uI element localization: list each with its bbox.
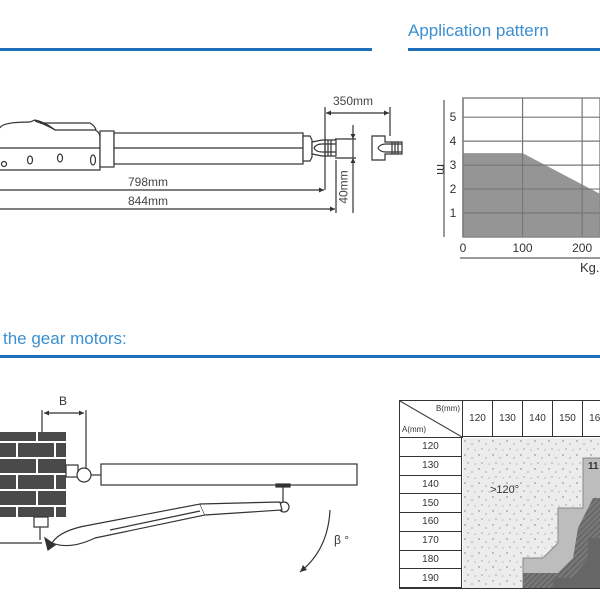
y-tick-label: 4: [450, 134, 457, 148]
collar: [99, 130, 115, 168]
row-header: 160: [400, 513, 462, 532]
zone-large-label: >120°: [490, 484, 520, 496]
y-tick-label: 5: [450, 110, 457, 124]
installation-drawing: [0, 410, 358, 573]
angle-arc: [299, 509, 331, 573]
screw-hole: [26, 155, 34, 165]
y-tick-label: 1: [450, 206, 457, 220]
dimension-350mm: 350mm: [333, 94, 374, 108]
x-tick-label: 200: [572, 241, 592, 255]
gear-section-rule: [0, 355, 600, 358]
column-header: 130: [493, 401, 523, 437]
permitted-area: [463, 153, 600, 237]
dimension-798mm: 798mm: [128, 175, 169, 189]
x-tick-label: 100: [513, 241, 533, 255]
b-dimension-label: B: [59, 394, 68, 408]
brick-wall: [0, 432, 66, 517]
actuator-drawing: [0, 107, 403, 213]
header-a: A(mm): [402, 425, 426, 434]
y-axis-label: m: [434, 164, 449, 175]
y-tick-label: 2: [450, 182, 457, 196]
column-header: 140: [523, 401, 553, 437]
fork-end: [311, 139, 337, 157]
zone-medium-label: 11: [588, 461, 599, 472]
screw-hole: [89, 154, 97, 166]
zone-small: [523, 498, 600, 588]
row-header: 140: [400, 475, 462, 495]
x-tick-label: 0: [460, 241, 467, 255]
x-axis-label: Kg.: [580, 260, 600, 275]
header-b: B(mm): [436, 404, 460, 413]
row-header: 190: [400, 569, 462, 588]
column-header: 150: [553, 401, 583, 437]
row-header: 170: [400, 531, 462, 551]
row-header: 180: [400, 550, 462, 570]
zone-map: [463, 438, 600, 588]
dimension-844mm: 844mm: [128, 194, 169, 208]
angle-beta-label: β °: [334, 533, 350, 547]
dimension-40mm: 40mm: [336, 170, 351, 204]
row-header: 130: [400, 456, 462, 476]
application-pattern-rule: [408, 48, 600, 51]
row-header: 120: [400, 438, 462, 457]
zone-smallest: [553, 538, 600, 588]
screw-hole: [56, 153, 64, 163]
header-corner: B(mm) A(mm): [400, 401, 463, 438]
column-header: 120: [463, 401, 493, 437]
y-tick-label: 3: [450, 158, 457, 172]
actuator-arm: [51, 503, 206, 547]
hinge: [76, 467, 92, 483]
column-header: 160: [583, 401, 600, 437]
application-pattern-title: Application pattern: [408, 21, 549, 40]
row-header: 150: [400, 494, 462, 513]
gear-motors-title: the gear motors:: [3, 329, 127, 348]
gate-leaf: [100, 463, 358, 486]
top-section-rule: [0, 48, 372, 51]
application-pattern-chart: 1 2 3 4 5 0 100 200 m Kg.: [434, 97, 600, 275]
